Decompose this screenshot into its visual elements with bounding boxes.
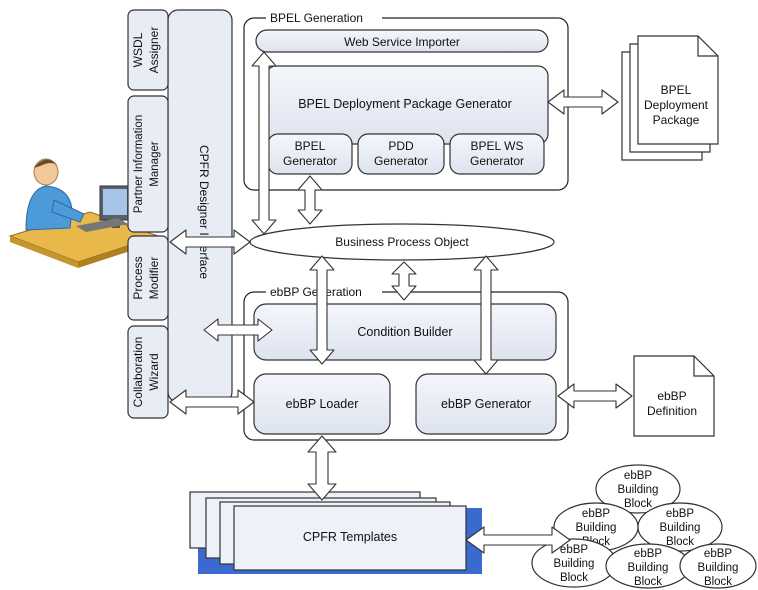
ebbp-loader[interactable] bbox=[253, 373, 391, 435]
cpfr-templates-label: CPFR Templates bbox=[303, 530, 397, 544]
tab-wsdl-assigner[interactable]: WSDL Assigner bbox=[127, 9, 169, 91]
bb-line1: ebBP bbox=[624, 470, 652, 482]
tab-process-modifier[interactable]: Process Modifier bbox=[127, 235, 169, 321]
bb-line1: ebBP bbox=[582, 508, 610, 520]
pdd-generator-box[interactable]: PDD Generator bbox=[357, 133, 445, 175]
cpfr-templates[interactable] bbox=[233, 505, 467, 571]
bb-line3: Block bbox=[560, 572, 588, 584]
bpel-ws-generator-line1: BPEL WS bbox=[471, 139, 524, 153]
tab-partner-line2: Manager bbox=[149, 141, 161, 187]
ebbp-definition-line1: ebBP bbox=[657, 389, 686, 403]
bpel-generator-line2: Generator bbox=[283, 154, 337, 168]
bb-line1: ebBP bbox=[666, 508, 694, 520]
tab-wsdl-line1: WSDL bbox=[131, 32, 145, 67]
bpel-deployment-package-document: BPEL Deployment Package bbox=[621, 35, 719, 161]
bb-line2: Building bbox=[554, 558, 595, 570]
pdd-generator-line1: PDD bbox=[388, 139, 414, 153]
arrow-modifier-to-bpo bbox=[169, 229, 251, 255]
bb-line3: Block bbox=[624, 498, 652, 510]
bpel-doc-line2: Deployment bbox=[644, 98, 709, 112]
bb-line3: Block bbox=[704, 576, 732, 588]
bb-line2: Building bbox=[618, 484, 659, 496]
ebbp-definition-line2: Definition bbox=[647, 404, 697, 418]
bb-line1: ebBP bbox=[560, 544, 588, 556]
tab-wsdl-line2: Assigner bbox=[147, 27, 161, 74]
bpel-deployment-package-generator-label: BPEL Deployment Package Generator bbox=[298, 97, 512, 111]
building-block[interactable]: ebBP Building Block bbox=[605, 543, 691, 589]
arrow-package-to-document bbox=[547, 89, 619, 115]
building-block[interactable]: ebBP Building Block bbox=[595, 464, 681, 514]
condition-builder-label: Condition Builder bbox=[357, 325, 452, 339]
bb-line2: Building bbox=[698, 562, 739, 574]
bpel-doc-line3: Package bbox=[653, 113, 700, 127]
tab-process-line1: Process bbox=[131, 256, 145, 299]
bpel-generation-title: BPEL Generation bbox=[270, 11, 363, 25]
arrow-loader-to-templates bbox=[307, 435, 337, 501]
ebbp-generation-title: ebBP Generation bbox=[270, 285, 362, 299]
web-service-importer[interactable] bbox=[255, 29, 549, 53]
arrow-interface-to-condition bbox=[203, 318, 273, 342]
business-process-object-label: Business Process Object bbox=[335, 235, 469, 249]
building-block[interactable]: ebBP Building Block bbox=[637, 502, 723, 552]
arrow-bpel-to-bpo bbox=[297, 175, 323, 225]
cpfr-designer-interface-label: CPFR Designer Interface bbox=[197, 145, 211, 279]
arrow-bpo-to-ebbp-group bbox=[391, 261, 417, 301]
bb-line3: Block bbox=[634, 576, 662, 588]
ebbp-loader-label: ebBP Loader bbox=[286, 397, 359, 411]
pdd-generator-line2: Generator bbox=[374, 154, 428, 168]
building-block-cluster: ebBP Building Block ebBP Building Block … bbox=[531, 464, 757, 589]
tab-collaboration-wizard[interactable]: Collaboration Wizard bbox=[127, 325, 169, 419]
arrow-generator-to-definition bbox=[557, 383, 633, 409]
arrow-bpo-to-generator bbox=[473, 255, 499, 375]
bb-line2: Building bbox=[660, 522, 701, 534]
web-service-importer-label: Web Service Importer bbox=[344, 35, 460, 49]
bpel-ws-generator-box[interactable]: BPEL WS Generator bbox=[449, 133, 545, 175]
bb-line3: Block bbox=[666, 536, 694, 548]
tab-partner-line1: Partner Information bbox=[133, 115, 145, 213]
arrow-wizard-to-loader bbox=[169, 389, 255, 415]
tab-collab-line2: Wizard bbox=[147, 353, 161, 390]
user-at-computer-icon bbox=[8, 158, 160, 268]
bpel-doc-line1: BPEL bbox=[661, 83, 692, 97]
ebbp-generator-label: ebBP Generator bbox=[441, 397, 531, 411]
bb-line1: ebBP bbox=[704, 548, 732, 560]
arrow-bpo-to-loader bbox=[309, 255, 335, 365]
bb-line2: Building bbox=[576, 522, 617, 534]
bpel-generator-line1: BPEL bbox=[295, 139, 326, 153]
tab-partner-information-manager[interactable]: Partner Information Manager bbox=[127, 95, 169, 233]
cpfr-templates-stack: CPFR Templates bbox=[189, 491, 482, 574]
bb-line1: ebBP bbox=[634, 548, 662, 560]
arrow-templates-to-blocks bbox=[465, 526, 571, 554]
bpel-generator-box[interactable]: BPEL Generator bbox=[267, 133, 353, 175]
bpel-ws-generator-line2: Generator bbox=[470, 154, 524, 168]
tab-collab-line1: Collaboration bbox=[131, 337, 145, 408]
tab-process-line2: Modifier bbox=[147, 257, 161, 300]
building-block[interactable]: ebBP Building Block bbox=[679, 543, 757, 589]
bb-line2: Building bbox=[628, 562, 669, 574]
ebbp-definition-document: ebBP Definition bbox=[633, 355, 715, 437]
arrow-importer-vertical bbox=[251, 51, 277, 235]
building-block[interactable]: ebBP Building Block bbox=[531, 538, 617, 588]
